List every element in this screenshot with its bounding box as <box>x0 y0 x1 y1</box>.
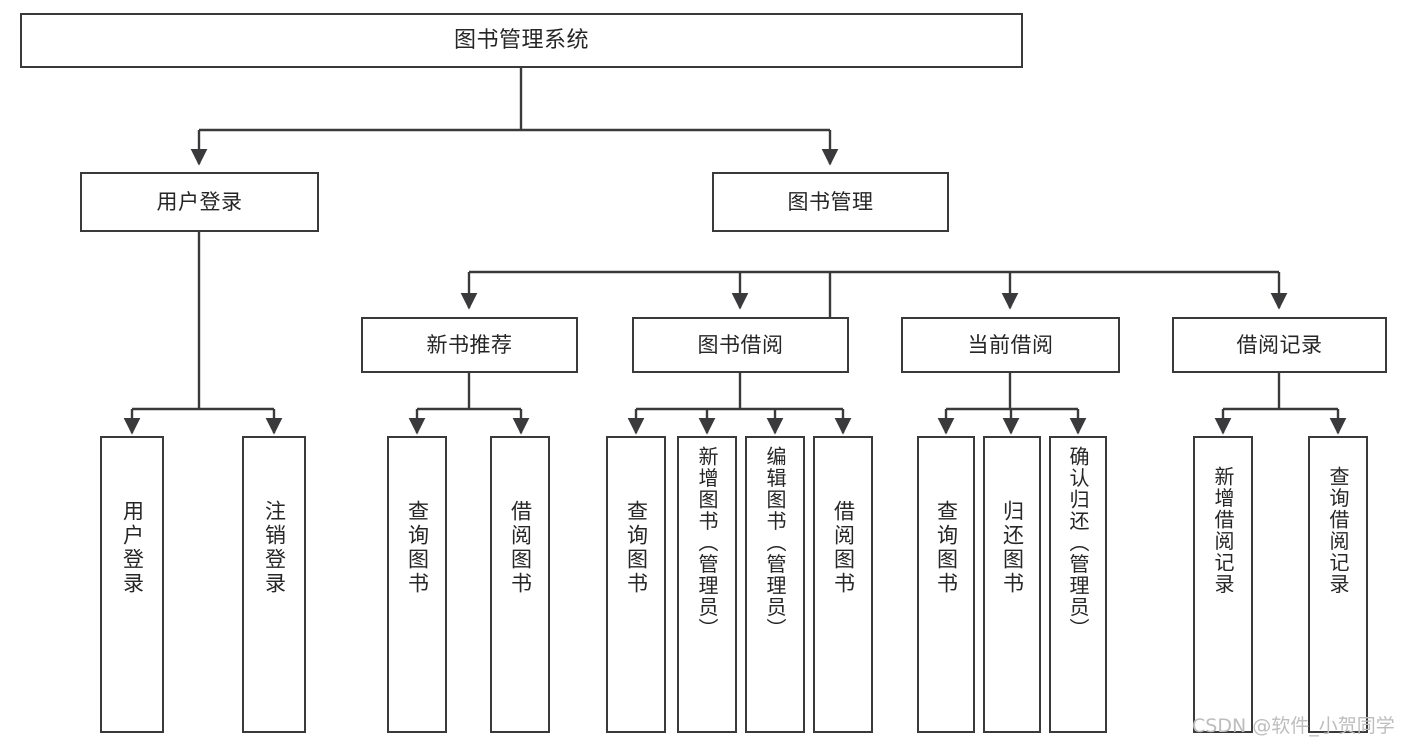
node-label: 借阅图书 <box>508 500 533 596</box>
leaf-user-login[interactable]: 用户登录 <box>100 436 164 733</box>
node-label: 新增图书（管理员） <box>695 446 719 640</box>
node-label: 新增借阅记录 <box>1211 466 1235 595</box>
leaf-add-book-admin[interactable]: 新增图书（管理员） <box>677 436 737 733</box>
node-label: 查询图书 <box>405 500 430 596</box>
leaf-borrow-book-recommend[interactable]: 借阅图书 <box>490 436 550 733</box>
leaf-return-book[interactable]: 归还图书 <box>983 436 1041 733</box>
node-label: 用户登录 <box>156 189 243 214</box>
csdn-watermark: CSDN @软件_小贺同学 <box>1192 715 1395 737</box>
node-label: 当前借阅 <box>967 332 1054 357</box>
node-label: 查询借阅记录 <box>1326 466 1350 595</box>
leaf-query-book-recommend[interactable]: 查询图书 <box>387 436 447 733</box>
node-label: 编辑图书（管理员） <box>763 446 787 640</box>
leaf-edit-book-admin[interactable]: 编辑图书（管理员） <box>745 436 805 733</box>
node-label: 图书管理 <box>787 189 874 214</box>
leaf-add-borrow-record[interactable]: 新增借阅记录 <box>1193 436 1253 733</box>
node-borrow-record[interactable]: 借阅记录 <box>1172 317 1387 373</box>
leaf-query-book-borrow[interactable]: 查询图书 <box>606 436 666 733</box>
node-label: 新书推荐 <box>426 332 513 357</box>
node-label: 借阅记录 <box>1236 332 1323 357</box>
node-book-management[interactable]: 图书管理 <box>712 172 949 232</box>
node-label: 用户登录 <box>120 500 145 596</box>
leaf-query-book-current[interactable]: 查询图书 <box>917 436 975 733</box>
node-label: 确认归还（管理员） <box>1066 446 1090 640</box>
node-new-book-recommend[interactable]: 新书推荐 <box>361 317 578 373</box>
leaf-query-borrow-record[interactable]: 查询借阅记录 <box>1308 436 1368 733</box>
node-book-borrow[interactable]: 图书借阅 <box>632 317 849 373</box>
node-label: 查询图书 <box>624 500 649 596</box>
node-root-book-management-system[interactable]: 图书管理系统 <box>20 13 1023 68</box>
leaf-logout[interactable]: 注销登录 <box>242 436 306 733</box>
leaf-borrow-book[interactable]: 借阅图书 <box>813 436 873 733</box>
node-label: 归还图书 <box>1000 500 1025 596</box>
node-label: 注销登录 <box>262 500 287 596</box>
node-label: 查询图书 <box>934 500 959 596</box>
node-label: 借阅图书 <box>831 500 856 596</box>
node-label: 图书管理系统 <box>453 27 589 53</box>
node-label: 图书借阅 <box>697 332 784 357</box>
node-user-login[interactable]: 用户登录 <box>80 172 319 232</box>
node-current-borrow[interactable]: 当前借阅 <box>901 317 1120 373</box>
leaf-confirm-return-admin[interactable]: 确认归还（管理员） <box>1049 436 1107 733</box>
